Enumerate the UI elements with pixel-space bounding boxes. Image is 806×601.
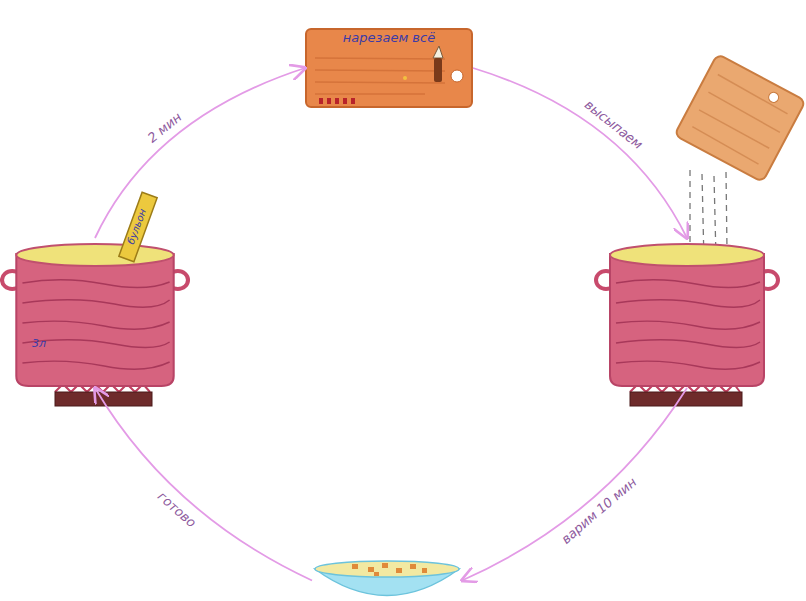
- arrow-label: готово: [154, 488, 198, 530]
- stove-burner: [55, 384, 152, 406]
- cooking-pot-shape: [596, 238, 778, 388]
- cycle-arrow: [95, 68, 305, 238]
- node-text: нарезаем всё: [305, 31, 473, 45]
- cooking-pot: [596, 238, 778, 388]
- cycle-arrow: [95, 388, 312, 581]
- stove-burner: [630, 384, 742, 406]
- cycle-arrow: [462, 388, 687, 581]
- pouring-board: [674, 54, 805, 182]
- arrow-label: варим 10 мин: [559, 475, 640, 547]
- cooking-pot: 3л: [2, 238, 188, 388]
- cycle-arrow: [473, 68, 687, 238]
- soup-bowl: [312, 560, 462, 601]
- cooking-pot-shape: [2, 238, 188, 388]
- arrow-label: высыпаем: [582, 97, 646, 152]
- soup-bowl-shape: [312, 560, 462, 601]
- cutting-board: нарезаем всё: [305, 28, 473, 108]
- node-text: 3л: [32, 338, 46, 350]
- arrow-label: 2 мин: [145, 109, 185, 145]
